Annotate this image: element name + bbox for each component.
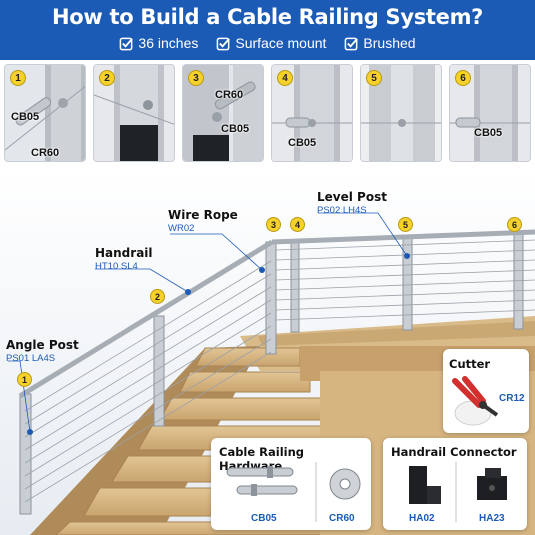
- connector-item-label: HA02: [409, 513, 435, 524]
- step-number-badge: 3: [188, 70, 204, 86]
- callout-code: HT10 SL4: [95, 261, 138, 272]
- step-number-badge: 4: [277, 70, 293, 86]
- marker-badge-3: 3: [266, 217, 281, 232]
- connector-item-label: HA23: [479, 513, 505, 524]
- cutter-title: Cutter: [449, 357, 491, 371]
- checkbox-icon: [217, 37, 231, 50]
- part-label: CB05: [11, 111, 40, 123]
- part-label: CB05: [474, 127, 503, 139]
- callout-title: Handrail: [95, 246, 153, 260]
- marker-badge-2: 2: [150, 289, 165, 304]
- feature-item: 36 inches: [119, 35, 198, 51]
- feature-item: Brushed: [344, 35, 416, 51]
- cable-bolt-icon: [226, 466, 298, 496]
- step-tile-2: 2: [93, 64, 175, 162]
- callout-angle-post: Angle Post PS01 LA4S: [6, 338, 79, 364]
- washer-icon: [329, 468, 361, 500]
- callout-title: Angle Post: [6, 338, 79, 352]
- feature-label: Surface mount: [235, 35, 327, 51]
- cutter-panel: Cutter CR12: [443, 349, 529, 433]
- marker-badge-5: 5: [398, 217, 413, 232]
- part-label: CR60: [215, 89, 244, 101]
- connector-title: Handrail Connector: [391, 445, 517, 459]
- part-label: CB05: [221, 123, 250, 135]
- divider: [455, 462, 457, 522]
- feature-list: 36 inches Surface mount Brushed: [0, 35, 535, 51]
- hardware-item-label: CB05: [251, 513, 277, 524]
- divider: [315, 462, 317, 522]
- fitting-photo: [272, 65, 352, 161]
- feature-label: 36 inches: [138, 35, 199, 51]
- feature-label: Brushed: [363, 35, 416, 51]
- step-tile-6: 6 CB05: [449, 64, 531, 162]
- header-banner: How to Build a Cable Railing System? 36 …: [0, 0, 535, 60]
- checkbox-icon: [345, 37, 359, 50]
- marker-badge-1: 1: [17, 372, 32, 387]
- callout-wire-rope: Wire Rope WR02: [168, 208, 238, 234]
- callout-level-post: Level Post PS02 LH4S: [317, 190, 387, 216]
- page-title: How to Build a Cable Railing System?: [51, 5, 484, 29]
- step-number-badge: 1: [10, 70, 26, 86]
- cutter-code: CR12: [499, 393, 525, 404]
- hardware-item-label: CR60: [329, 513, 355, 524]
- checkbox-icon: [120, 37, 134, 50]
- marker-badge-6: 6: [507, 217, 522, 232]
- step-tile-3: 3 CR60 CB05: [182, 64, 264, 162]
- callout-handrail: Handrail HT10 SL4: [95, 246, 153, 272]
- step-strip: 1 CB05 CR60 2 3 CR60 CB05: [0, 64, 535, 164]
- hardware-panel: Cable Railing Hardware CB05 CR60: [211, 438, 371, 530]
- step-tile-5: 5: [360, 64, 442, 162]
- cable-cutter-icon: [452, 376, 499, 426]
- bracket-connector-icon: [409, 466, 441, 504]
- callout-code: WR02: [168, 223, 195, 234]
- callout-code: PS02 LH4S: [317, 205, 367, 216]
- staircase-scene: Level Post PS02 LH4S Wire Rope WR02 Hand…: [0, 166, 535, 535]
- fitting-photo: [183, 65, 263, 161]
- connector-panel: Handrail Connector HA02 HA23: [383, 438, 527, 530]
- step-number-badge: 6: [455, 70, 471, 86]
- saddle-connector-icon: [477, 468, 507, 500]
- callout-title: Level Post: [317, 190, 387, 204]
- step-number-badge: 2: [99, 70, 115, 86]
- marker-badge-4: 4: [290, 217, 305, 232]
- part-label: CR60: [31, 147, 60, 159]
- fitting-photo: [5, 65, 85, 161]
- fitting-photo: [450, 65, 530, 161]
- step-number-badge: 5: [366, 70, 382, 86]
- feature-item: Surface mount: [216, 35, 326, 51]
- fitting-photo: [361, 65, 441, 161]
- part-label: CB05: [288, 137, 317, 149]
- step-tile-1: 1 CB05 CR60: [4, 64, 86, 162]
- callout-code: PS01 LA4S: [6, 353, 56, 364]
- callout-title: Wire Rope: [168, 208, 238, 222]
- step-tile-4: 4 CB05: [271, 64, 353, 162]
